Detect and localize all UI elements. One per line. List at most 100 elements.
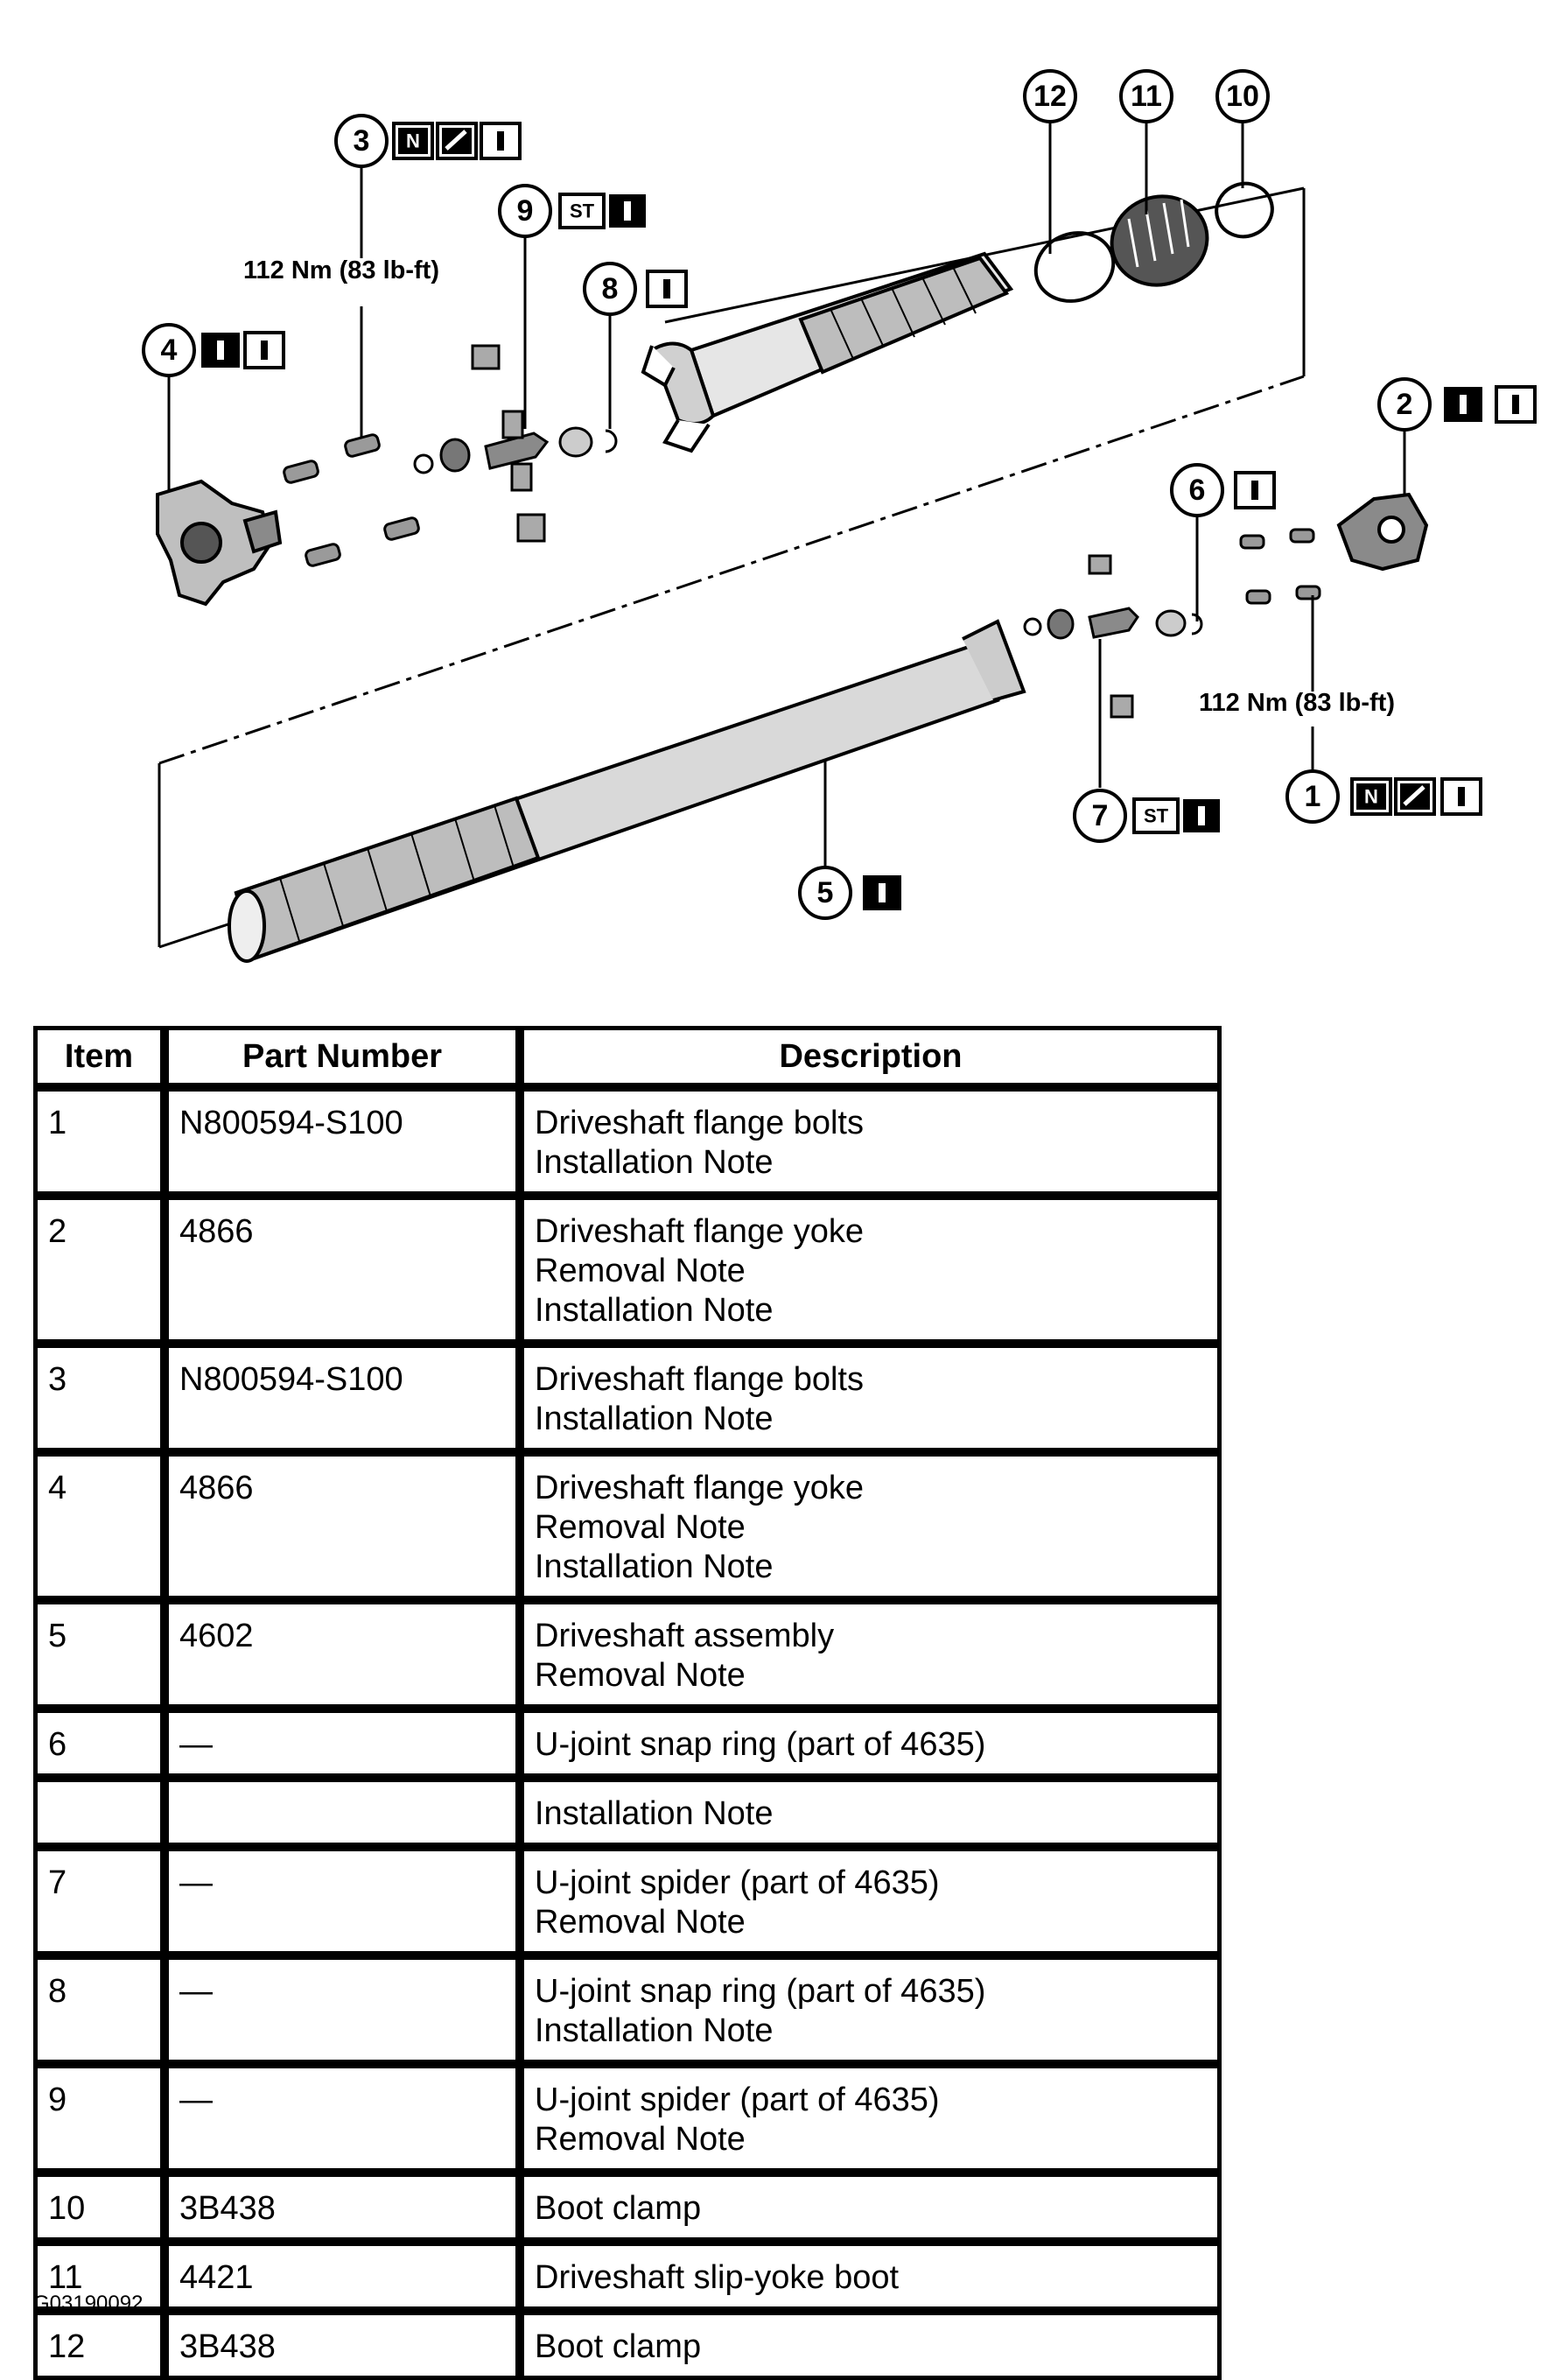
item-cell: 9 bbox=[33, 2064, 165, 2173]
item-cell: 6 bbox=[33, 1709, 165, 1778]
item-cell: 10 bbox=[33, 2173, 165, 2242]
figure-code: G03190092 bbox=[33, 2292, 144, 2315]
part-number-cell: N800594-S100 bbox=[165, 1087, 520, 1196]
part-number-cell: — bbox=[165, 2064, 520, 2173]
part-number-cell: 4866 bbox=[165, 1196, 520, 1344]
description-cell: U-joint snap ring (part of 4635)Installa… bbox=[520, 1955, 1222, 2064]
header-item: Item bbox=[33, 1026, 165, 1087]
description-cell: Driveshaft slip-yoke boot bbox=[520, 2242, 1222, 2311]
callout-2: 2 bbox=[1377, 377, 1537, 432]
svg-text:9: 9 bbox=[517, 194, 534, 228]
svg-text:11: 11 bbox=[1131, 80, 1162, 113]
part-number-cell bbox=[165, 1778, 520, 1847]
description-line: Driveshaft flange yoke bbox=[535, 1470, 864, 1506]
svg-text:ST: ST bbox=[570, 200, 595, 222]
torque-label-lower: 112 Nm (83 lb-ft) bbox=[1199, 689, 1395, 717]
table-row: 7—U-joint spider (part of 4635)Removal N… bbox=[33, 1847, 1222, 1955]
svg-text:4: 4 bbox=[161, 333, 178, 367]
description-line: Removal Note bbox=[535, 1657, 746, 1694]
new-part-icon: N bbox=[392, 122, 434, 160]
table-row: Installation Note bbox=[33, 1778, 1222, 1847]
description-line: Installation Note bbox=[535, 1548, 774, 1585]
description-line: Removal Note bbox=[535, 2121, 746, 2158]
part-number-cell: 4421 bbox=[165, 2242, 520, 2311]
new-part-icon: N bbox=[1350, 777, 1392, 816]
description-cell: U-joint snap ring (part of 4635) bbox=[520, 1709, 1222, 1778]
description-line: Driveshaft assembly bbox=[535, 1618, 835, 1654]
info-dark-icon bbox=[1183, 799, 1220, 832]
description-line: Installation Note bbox=[535, 1795, 774, 1832]
info-dark-icon bbox=[863, 875, 901, 910]
callout-12: 12 bbox=[1023, 69, 1077, 123]
description-line: Installation Note bbox=[535, 1292, 774, 1329]
rear-u-joint-parts bbox=[1023, 554, 1203, 719]
description-line: Removal Note bbox=[535, 1509, 746, 1546]
svg-text:1: 1 bbox=[1305, 780, 1321, 813]
header-description: Description bbox=[520, 1026, 1222, 1087]
info-icon bbox=[1440, 777, 1482, 816]
svg-text:6: 6 bbox=[1189, 474, 1206, 507]
svg-text:ST: ST bbox=[1144, 805, 1169, 827]
callout-3: 3 N bbox=[334, 114, 522, 168]
description-line: Installation Note bbox=[535, 1401, 774, 1437]
svg-text:5: 5 bbox=[817, 876, 834, 909]
description-line: Installation Note bbox=[535, 1144, 774, 1181]
part-number-cell: 4602 bbox=[165, 1600, 520, 1709]
slip-yoke-shaft bbox=[641, 251, 1014, 453]
svg-text:12: 12 bbox=[1033, 80, 1067, 113]
description-line: Boot clamp bbox=[535, 2190, 702, 2227]
info-dark-icon bbox=[1444, 387, 1482, 422]
description-line: U-joint spider (part of 4635) bbox=[535, 1864, 940, 1901]
description-line: Driveshaft flange yoke bbox=[535, 1213, 864, 1250]
description-line: U-joint spider (part of 4635) bbox=[535, 2082, 940, 2118]
table-header-row: Item Part Number Description bbox=[33, 1026, 1222, 1087]
description-cell: U-joint spider (part of 4635)Removal Not… bbox=[520, 1847, 1222, 1955]
callout-5: 5 bbox=[798, 866, 901, 920]
leader-lines bbox=[167, 123, 1406, 867]
callout-7: 7 ST bbox=[1073, 789, 1220, 843]
svg-text:2: 2 bbox=[1397, 388, 1413, 421]
item-cell: 4 bbox=[33, 1452, 165, 1600]
callout-10: 10 bbox=[1215, 69, 1270, 123]
part-number-cell: N800594-S100 bbox=[165, 1344, 520, 1452]
description-line: Removal Note bbox=[535, 1904, 746, 1941]
callout-9: 9 ST bbox=[498, 184, 646, 238]
description-line: Installation Note bbox=[535, 2012, 774, 2049]
header-part-number: Part Number bbox=[165, 1026, 520, 1087]
item-cell: 8 bbox=[33, 1955, 165, 2064]
part-number-cell: 3B438 bbox=[165, 2311, 520, 2380]
svg-text:N: N bbox=[406, 130, 420, 152]
torque-wrench-icon bbox=[436, 122, 478, 160]
part-number-cell: — bbox=[165, 1955, 520, 2064]
part-number-cell: — bbox=[165, 1847, 520, 1955]
item-cell: 11 bbox=[33, 2242, 165, 2311]
exploded-driveshaft-diagram: 112 Nm (83 lb-ft) 112 Nm (83 lb-ft) 3 N … bbox=[142, 69, 1537, 963]
description-line: Driveshaft flange bolts bbox=[535, 1361, 864, 1398]
table-row: 8—U-joint snap ring (part of 4635)Instal… bbox=[33, 1955, 1222, 2064]
table-row: 9— U-joint spider (part of 4635)Removal N… bbox=[33, 2064, 1222, 2173]
description-cell: Installation Note bbox=[520, 1778, 1222, 1847]
part-number-cell: — bbox=[165, 1709, 520, 1778]
svg-text:N: N bbox=[1364, 786, 1378, 808]
info-icon bbox=[646, 270, 688, 308]
special-tool-icon: ST bbox=[1132, 797, 1180, 834]
part-number-cell: 4866 bbox=[165, 1452, 520, 1600]
info-dark-icon bbox=[609, 194, 646, 228]
item-cell: 12 bbox=[33, 2311, 165, 2380]
item-cell: 5 bbox=[33, 1600, 165, 1709]
rear-flange-bolts bbox=[1239, 528, 1321, 605]
torque-label-upper: 112 Nm (83 lb-ft) bbox=[243, 256, 439, 284]
info-icon bbox=[480, 122, 522, 160]
description-line: U-joint snap ring (part of 4635) bbox=[535, 1973, 986, 2010]
rear-flange-yoke bbox=[1336, 492, 1429, 572]
